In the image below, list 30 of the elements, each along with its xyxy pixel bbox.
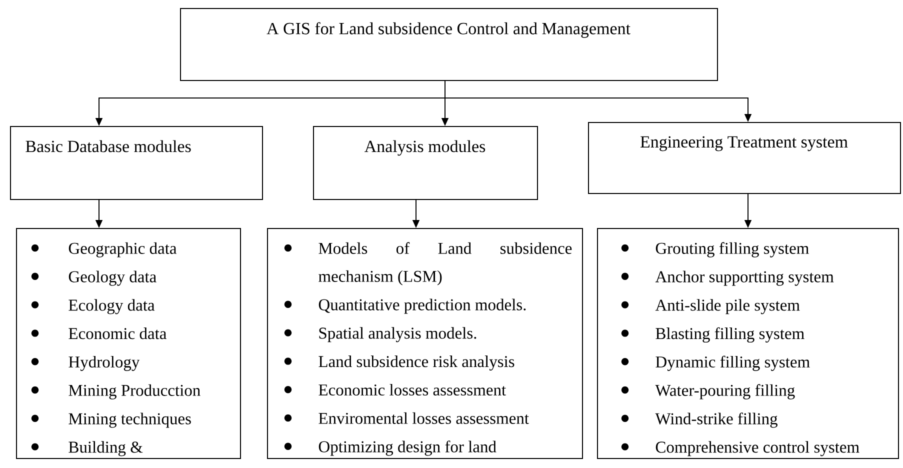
list-box <box>16 228 241 459</box>
list-item: Anti-slide pile system <box>621 299 800 314</box>
list-item: Land subsidence risk analysis <box>284 356 514 371</box>
list-item: Models of Land subsidence mechanism (LSM) <box>284 242 572 286</box>
list-item: Enviromental losses assessment <box>284 412 529 424</box>
list-item: Economic losses assessment <box>284 384 506 396</box>
list-item: Ecology data <box>31 299 155 314</box>
list-item: Geographic data <box>31 242 177 258</box>
list-box <box>267 228 583 459</box>
list-item: Quantitative prediction models. <box>284 298 526 314</box>
list-item: Geology data <box>31 270 156 286</box>
list-item: Optimizing design for land <box>284 440 496 456</box>
list-item: Hydrology <box>31 356 140 371</box>
list-item: Anchor supportting system <box>621 270 834 286</box>
list-item: Grouting filling system <box>621 242 809 258</box>
list-item: Economic data <box>31 328 166 340</box>
module-box: Basic Database modules <box>10 126 263 200</box>
list-item: Water-pouring filling <box>621 384 795 400</box>
module-box: Engineering Treatment system <box>588 122 901 194</box>
list-item: Comprehensive control system <box>621 441 860 456</box>
list-box <box>597 228 899 459</box>
list-item: Dynamic filling system <box>621 356 810 371</box>
list-item: Spatial analysis models. <box>284 327 476 342</box>
list-item: Mining techniques <box>31 412 191 428</box>
list-item: Building & <box>31 441 143 456</box>
list-item: Mining Producction <box>31 384 200 400</box>
list-item: Wind-strike filling <box>621 412 778 428</box>
list-item: Blasting filling system <box>621 327 804 343</box>
module-box: Analysis modules <box>313 126 538 200</box>
title-box: A GIS for Land subsidence Control and Management <box>180 8 718 81</box>
